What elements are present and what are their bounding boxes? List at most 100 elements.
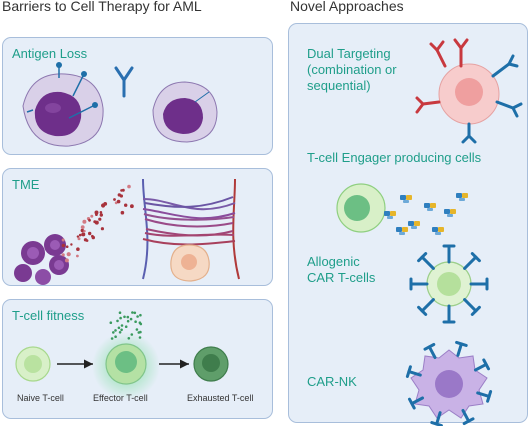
cytotoxic-granules <box>109 311 143 340</box>
nk-car-receptor-icons <box>405 340 493 426</box>
cytokine-dot <box>127 184 131 189</box>
cytokine-dot <box>88 231 92 236</box>
leukemic-cell-antigen-lost-icon <box>152 81 218 143</box>
granule-dot <box>134 320 137 323</box>
cytokine-dot <box>76 254 79 258</box>
cytokine-dot <box>94 210 99 215</box>
engager-molecule-icon <box>400 195 412 203</box>
novel-approaches-panel: Dual Targeting (combination or sequentia… <box>288 23 528 426</box>
granule-dot <box>126 315 130 319</box>
tcell-engager-label: T-cell Engager producing cells <box>307 150 482 165</box>
car-receptor-icon <box>463 298 481 316</box>
car-receptor-icon <box>417 252 435 270</box>
cytokine-dot <box>119 194 123 198</box>
granule-dot <box>137 331 141 334</box>
car-receptor-icon <box>442 244 456 264</box>
cytokine-dot <box>100 227 104 231</box>
car-receptor-icon <box>469 277 489 291</box>
granule-dot <box>133 311 137 315</box>
left-column-title: Barriers to Cell Therapy for AML <box>2 0 202 14</box>
tcell-engager-illustration <box>336 183 468 235</box>
cytokine-dot <box>80 225 85 229</box>
cytokine-dot <box>76 235 80 238</box>
car-receptor-icon <box>476 390 493 403</box>
dual-targeting-tcell-icon <box>438 63 500 125</box>
car-nk-cell-icon <box>410 349 488 419</box>
granule-dot <box>120 324 124 327</box>
engager-producing-cell-icon <box>336 183 386 233</box>
car-receptor-icons <box>409 244 489 324</box>
engager-molecule-icon <box>456 193 468 201</box>
effector-tcell-label: Effector T-cell <box>93 393 148 403</box>
granule-dot <box>118 311 122 314</box>
naive-tcell-icon <box>15 346 51 382</box>
cytokine-dot <box>120 210 125 215</box>
cytokine-dot <box>70 243 73 246</box>
cytokine-dot <box>81 232 86 237</box>
car-receptor-icon <box>463 252 481 270</box>
tme-title: TME <box>12 177 40 192</box>
cytokine-dot <box>77 237 81 241</box>
granule-dot <box>117 326 121 330</box>
cytokine-dot <box>80 228 85 233</box>
car-receptor-icon <box>474 358 490 372</box>
tme-illustration <box>14 178 240 285</box>
cytokine-dot <box>90 214 94 218</box>
cytokine-dots <box>61 184 134 263</box>
granule-dot <box>120 328 123 332</box>
car-receptor-icon <box>405 365 422 378</box>
dual-targeting-label: Dual Targeting (combination or sequentia… <box>307 46 397 93</box>
engager-molecule-icon <box>424 203 436 211</box>
cytokine-dot <box>93 220 97 224</box>
granule-dot <box>123 315 126 319</box>
cytokine-dot <box>64 258 69 263</box>
cytokine-dot <box>99 213 104 217</box>
granule-dot <box>138 336 142 339</box>
cytokine-dot <box>103 202 108 206</box>
cytokine-dot <box>78 233 82 237</box>
cytokine-dot <box>113 198 116 201</box>
bispecific-engager-molecules-icon <box>384 193 468 235</box>
engager-molecule-icon <box>444 209 456 217</box>
engager-molecule-icon <box>396 227 408 235</box>
cytokine-dot <box>82 219 87 224</box>
granule-dot <box>130 333 134 336</box>
cytokine-dot <box>61 253 65 257</box>
granule-dot <box>129 317 133 321</box>
car-receptor-icon <box>423 343 437 359</box>
blue-car-receptor-icons <box>461 54 523 144</box>
cytokine-dot <box>98 217 102 221</box>
red-car-receptor-icons <box>415 38 469 114</box>
tcell-fitness-illustration <box>15 311 229 400</box>
tcell-fitness-panel: T-cell fitness Naive T-cell Eff <box>2 299 273 419</box>
tcell-fitness-title: T-cell fitness <box>12 308 85 323</box>
cytokine-dot <box>61 238 65 242</box>
granule-dot <box>139 313 142 317</box>
cytokine-dot <box>76 247 80 251</box>
engager-molecule-icon <box>432 227 444 235</box>
car-receptor-icon <box>417 298 435 316</box>
antigen-loss-title: Antigen Loss <box>12 46 88 61</box>
leukemic-cell-cluster-icon <box>14 234 69 285</box>
granule-dot <box>124 325 128 328</box>
right-column-title: Novel Approaches <box>290 0 404 14</box>
granule-dot <box>110 337 114 340</box>
car-receptor-icon <box>461 409 475 425</box>
cytokine-dot <box>130 204 134 209</box>
car-nk-label: CAR-NK <box>307 374 357 389</box>
granule-dot <box>136 315 139 318</box>
cytokine-dot <box>91 235 96 240</box>
cytokine-dot <box>120 189 123 192</box>
granule-dot <box>118 331 122 334</box>
granule-dot <box>116 319 119 323</box>
car-nk-illustration <box>405 340 493 426</box>
exhausted-tcell-icon <box>193 346 229 382</box>
car-receptor-icon <box>409 277 429 291</box>
car-receptor-icon <box>408 396 424 410</box>
antigen-loss-panel: Antigen Loss <box>2 37 273 155</box>
granule-dot <box>114 335 117 338</box>
leukemic-cell-with-antigen-icon <box>22 62 104 147</box>
cytokine-dot <box>124 203 128 207</box>
exhausted-tcell-label: Exhausted T-cell <box>187 393 254 403</box>
granule-dot <box>131 311 134 314</box>
